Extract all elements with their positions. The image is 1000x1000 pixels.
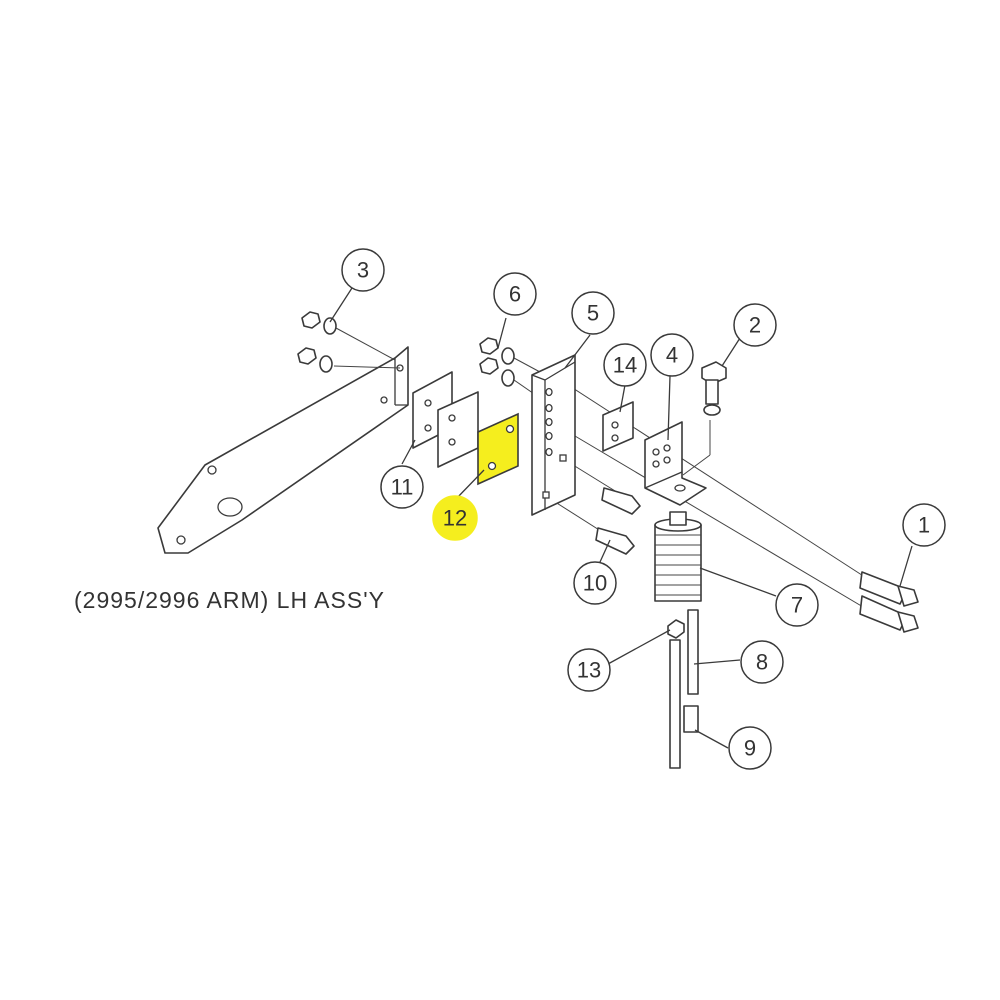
callout-13: 13 — [567, 648, 611, 692]
svg-text:8: 8 — [756, 650, 768, 675]
leader-lines — [329, 287, 913, 749]
callout-3: 3 — [341, 248, 385, 292]
part-12-plate[interactable] — [477, 412, 519, 486]
part-10-bolts — [595, 487, 641, 555]
svg-text:3: 3 — [357, 258, 369, 283]
part-4-angle-bracket — [644, 421, 707, 506]
assembly-caption: (2995/2996 ARM) LH ASS'Y — [74, 587, 385, 613]
part-7-spring — [654, 511, 702, 602]
part-8-9-13-rods — [667, 609, 699, 769]
callout-10: 10 — [573, 561, 617, 605]
part-1-bolts — [859, 571, 919, 633]
callout-1: 1 — [902, 503, 946, 547]
svg-text:14: 14 — [613, 353, 637, 378]
callout-11: 11 — [380, 465, 424, 509]
callouts: 1 2 3 4 5 6 7 8 — [341, 248, 946, 770]
svg-text:6: 6 — [509, 282, 521, 307]
part-14-plate — [602, 401, 634, 452]
arm-bracket — [157, 346, 409, 554]
callout-6: 6 — [493, 272, 537, 316]
svg-text:1: 1 — [918, 513, 930, 538]
part-2-bolt — [701, 361, 727, 416]
callout-7: 7 — [775, 583, 819, 627]
callout-9: 9 — [728, 726, 772, 770]
svg-text:9: 9 — [744, 736, 756, 761]
callout-14: 14 — [603, 343, 647, 387]
svg-text:4: 4 — [666, 343, 678, 368]
callout-5: 5 — [571, 291, 615, 335]
assembly-lines — [333, 327, 886, 621]
svg-text:13: 13 — [577, 658, 601, 683]
spacer-plates — [412, 371, 479, 468]
svg-text:12: 12 — [443, 506, 467, 531]
callout-12-highlighted[interactable]: 12 — [432, 495, 478, 541]
part-3-nuts — [297, 311, 337, 373]
svg-text:5: 5 — [587, 301, 599, 326]
part-6-nuts — [479, 337, 515, 387]
part-5-mount-plate — [531, 354, 576, 516]
callout-2: 2 — [733, 303, 777, 347]
svg-text:7: 7 — [791, 593, 803, 618]
callout-4: 4 — [650, 333, 694, 377]
svg-text:2: 2 — [749, 313, 761, 338]
callout-8: 8 — [740, 640, 784, 684]
svg-text:10: 10 — [583, 571, 607, 596]
highlighted-plate — [477, 412, 519, 486]
svg-text:11: 11 — [391, 475, 414, 500]
